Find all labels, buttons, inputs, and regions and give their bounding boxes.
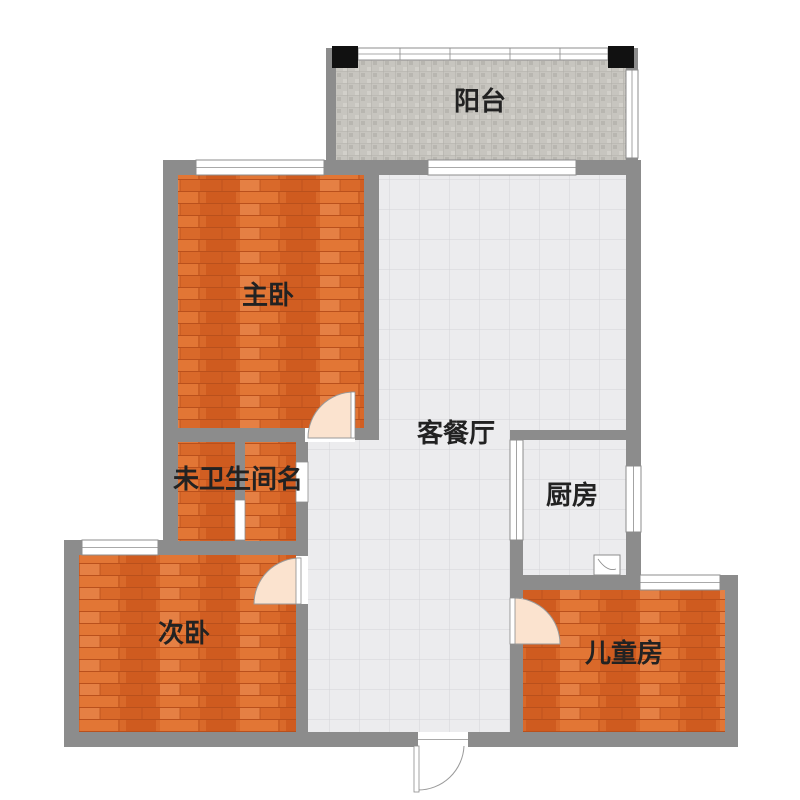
entrance-door — [413, 732, 468, 793]
master-bedroom-label: 主卧 — [242, 281, 294, 311]
living-dining-floor — [379, 175, 626, 430]
living-dining-label: 客餐厅 — [417, 418, 495, 449]
master-bedroom-floor — [178, 175, 364, 428]
second-bedroom-door — [253, 556, 308, 605]
kitchen-label: 厨房 — [546, 481, 598, 511]
kids-room-floor — [523, 590, 725, 732]
bathroom-door — [234, 461, 309, 541]
master-bedroom-door — [305, 391, 356, 442]
kitchen-floor — [523, 440, 626, 575]
corner-column — [332, 46, 358, 68]
bathroom-label: 未卫生间名 — [173, 464, 303, 495]
bathroom-floor — [245, 442, 296, 541]
second-bedroom-label: 次卧 — [158, 619, 210, 649]
corner-column — [608, 46, 634, 68]
balcony — [326, 46, 639, 166]
bathroom-floor — [178, 442, 235, 541]
kids-room-label: 儿童房 — [585, 638, 663, 669]
kitchen-door — [509, 439, 524, 541]
sink-icon — [593, 554, 621, 576]
balcony-label: 阳台 — [454, 86, 506, 117]
living-dining-floor — [308, 440, 510, 732]
kids-room-door — [509, 597, 561, 645]
